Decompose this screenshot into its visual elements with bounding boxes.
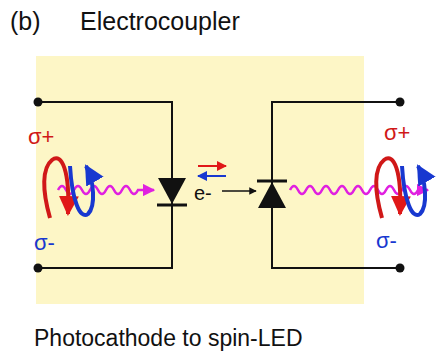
diode-symbol	[258, 182, 286, 208]
polarization-label: σ-	[34, 232, 55, 254]
sigma-minus-loop	[70, 166, 93, 215]
polarization-label: σ+	[384, 122, 410, 144]
panel-letter: (b)	[10, 9, 41, 34]
terminal	[34, 98, 43, 107]
polarization-label: σ+	[28, 126, 54, 148]
figure-title: Electrocoupler	[80, 9, 240, 34]
yellow-panel	[36, 56, 364, 304]
sigma-plus-loop	[44, 158, 68, 218]
polarization-label: σ-	[376, 230, 397, 252]
terminal	[396, 264, 405, 273]
diode-symbol	[158, 178, 186, 204]
terminal	[34, 264, 43, 273]
electron-flow-arrow	[222, 190, 256, 192]
electron-label: e-	[194, 183, 212, 203]
spin-led-circuit	[272, 102, 400, 268]
sigma-minus-loop	[402, 166, 425, 215]
figure-caption: Photocathode to spin-LED	[34, 327, 303, 350]
diode-bar	[257, 180, 287, 183]
diode-bar	[157, 204, 187, 207]
terminal	[396, 98, 405, 107]
photocathode-circuit	[38, 102, 172, 268]
spin-up-arrow	[198, 165, 226, 167]
sigma-plus-loop	[376, 158, 400, 218]
spin-down-arrow	[198, 175, 226, 177]
